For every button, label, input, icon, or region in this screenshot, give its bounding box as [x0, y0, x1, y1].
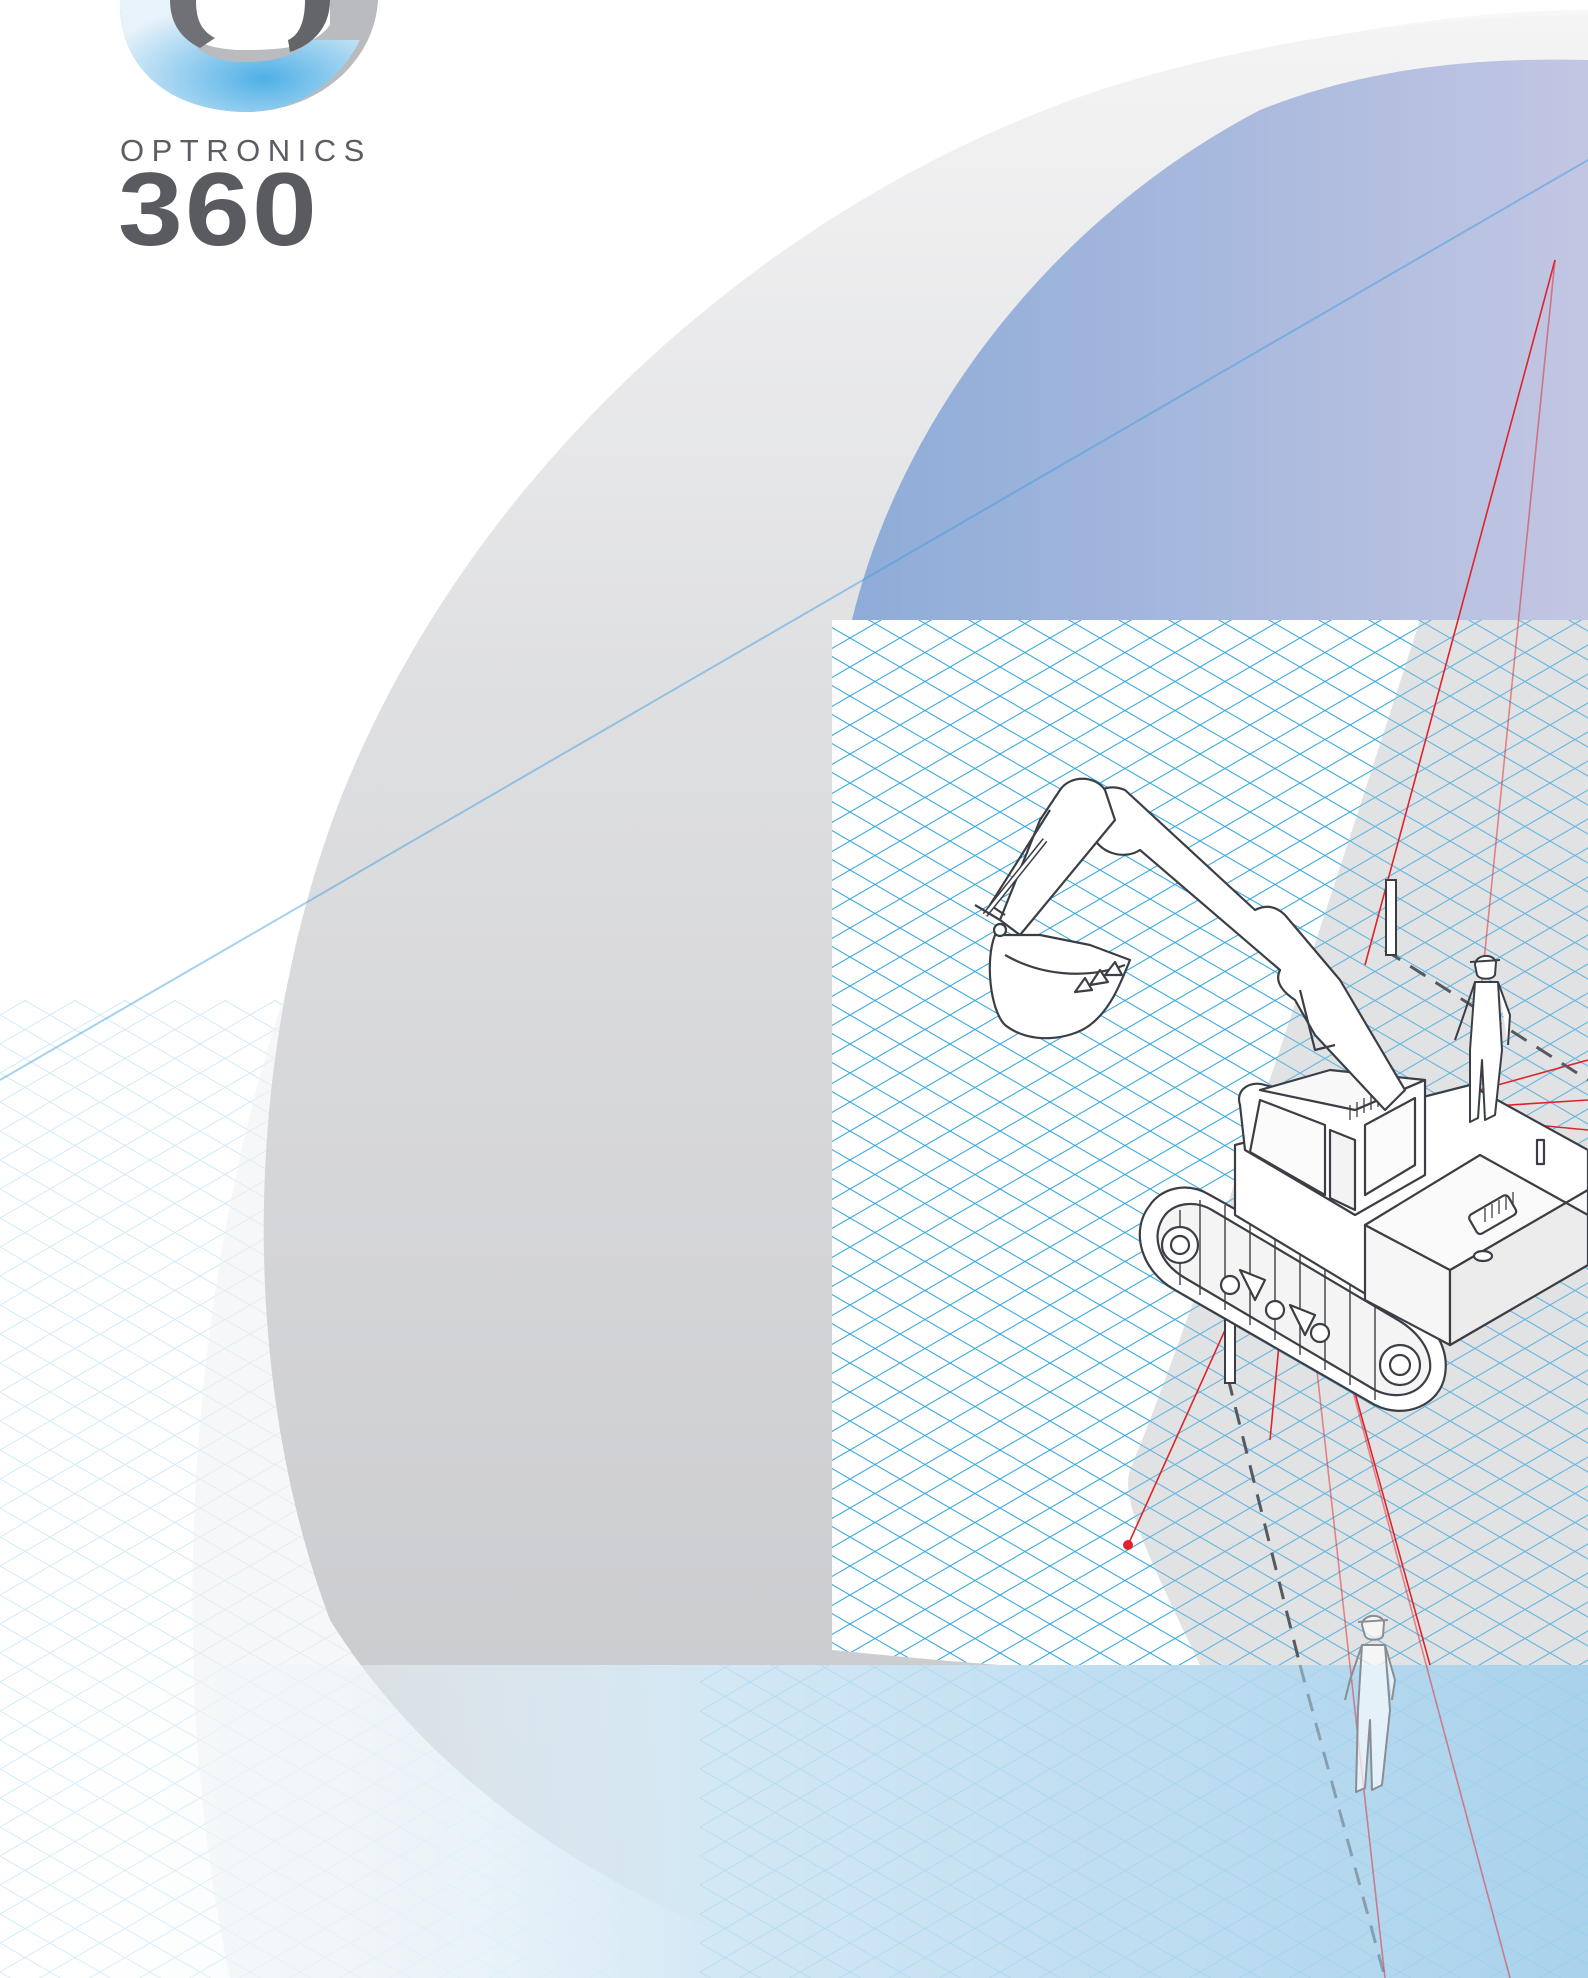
optronics-ring-logo-icon: [119, 0, 378, 112]
worker-icon: [1454, 954, 1511, 1123]
sensor-post-icon: [1385, 879, 1397, 956]
excavator-icon: [974, 777, 1588, 1412]
brand-lockup: OPTRONICS 360: [118, 0, 378, 268]
worker-icon: [1344, 1614, 1396, 1793]
blue-dome: [852, 59, 1588, 620]
ray-endpoint: [1123, 1540, 1133, 1550]
brand-number: 360: [118, 152, 320, 268]
brand-wordmark: OPTRONICS: [120, 133, 372, 168]
light-beam: [0, 159, 1588, 1081]
